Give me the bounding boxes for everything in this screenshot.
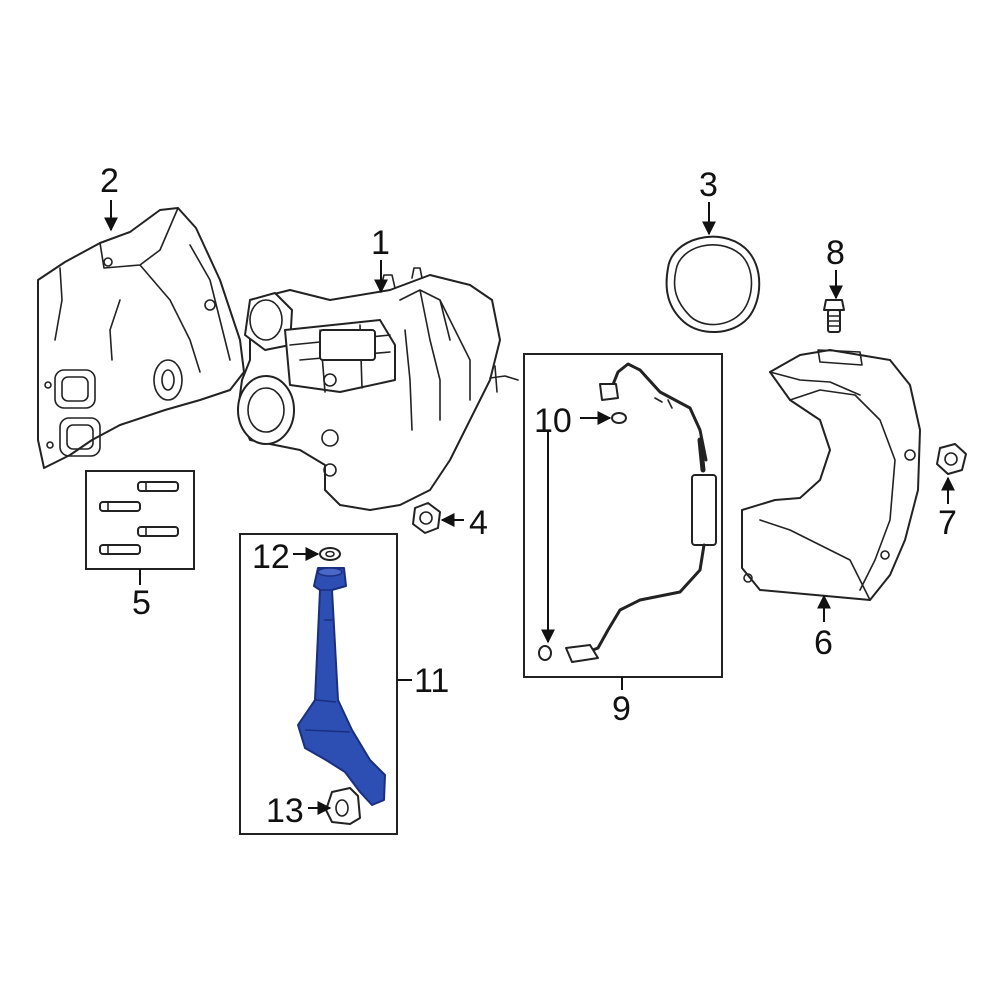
oil-return-pipe[interactable] <box>297 567 386 806</box>
gasket-ring[interactable] <box>665 235 761 334</box>
heat-shield-right[interactable] <box>741 349 921 601</box>
callout-10: 10 <box>534 402 572 440</box>
bolt[interactable] <box>823 299 845 333</box>
oil-return-box[interactable] <box>239 533 398 835</box>
callout-1: 1 <box>371 224 390 262</box>
callout-labels: 1 2 3 4 5 6 7 8 9 10 11 12 13 <box>100 162 957 830</box>
callout-4: 4 <box>469 504 488 542</box>
oil-line-box[interactable] <box>523 353 723 678</box>
callout-5: 5 <box>132 584 151 622</box>
heat-shield-left[interactable] <box>37 207 245 469</box>
callout-11: 11 <box>414 662 449 700</box>
callout-6: 6 <box>814 624 833 662</box>
studs-box[interactable] <box>85 470 195 570</box>
nut-center[interactable] <box>412 502 441 534</box>
nut-right[interactable] <box>936 443 967 475</box>
callout-7: 7 <box>938 504 957 542</box>
stud <box>99 481 179 555</box>
callout-13: 13 <box>266 792 304 830</box>
callout-3: 3 <box>699 166 718 204</box>
seal-12 <box>319 547 341 561</box>
gasket-13 <box>325 787 361 825</box>
leader-lines <box>104 200 955 815</box>
callout-8: 8 <box>826 234 845 272</box>
callout-2: 2 <box>100 162 119 200</box>
turbocharger[interactable] <box>237 267 519 511</box>
callout-9: 9 <box>612 690 631 728</box>
callout-12: 12 <box>252 538 290 576</box>
